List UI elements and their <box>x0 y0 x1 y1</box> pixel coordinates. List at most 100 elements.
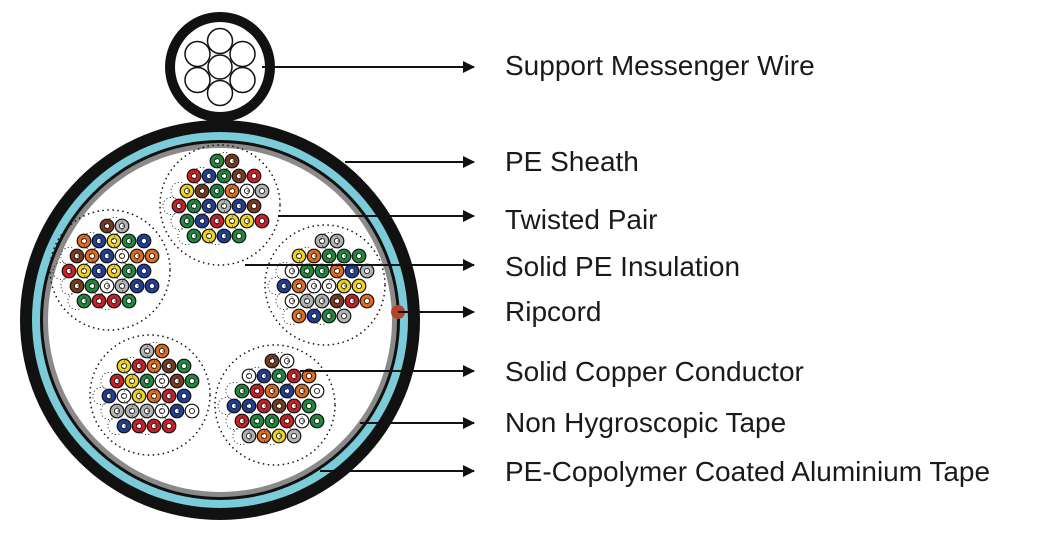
pair-outline <box>225 381 244 401</box>
pair-outline <box>152 356 171 376</box>
copper-core <box>235 232 242 239</box>
pair-outline <box>297 276 316 296</box>
pair-bundles <box>49 144 386 466</box>
copper-core <box>74 252 81 259</box>
copper-core <box>333 237 340 244</box>
copper-core <box>213 217 220 224</box>
pair-outline <box>120 276 139 296</box>
copper-core <box>119 252 126 259</box>
copper-core <box>213 157 220 164</box>
messenger-wire <box>165 12 275 122</box>
copper-core <box>283 417 290 424</box>
copper-core <box>140 237 147 244</box>
copper-core <box>133 282 140 289</box>
label-alu-tape: PE-Copolymer Coated Aluminium Tape <box>505 456 991 487</box>
pair-outline <box>277 396 296 416</box>
pair-outline <box>170 211 189 231</box>
copper-core <box>183 217 190 224</box>
strand-circle <box>206 79 234 107</box>
copper-core <box>205 172 212 179</box>
copper-core <box>333 297 340 304</box>
copper-core <box>165 422 172 429</box>
bundle-outline <box>89 334 211 456</box>
copper-core <box>313 417 320 424</box>
copper-core <box>253 417 260 424</box>
pair-outline <box>170 181 189 201</box>
copper-core <box>150 362 157 369</box>
copper-core <box>295 312 302 319</box>
copper-core <box>290 372 297 379</box>
copper-core <box>119 222 126 229</box>
copper-core <box>258 187 265 194</box>
copper-core <box>305 402 312 409</box>
pair-outline <box>255 381 274 401</box>
copper-core <box>288 267 295 274</box>
pair-outline <box>160 371 179 391</box>
strand-circle <box>184 66 211 94</box>
copper-core <box>325 312 332 319</box>
pair-outline <box>90 276 109 296</box>
copper-core <box>126 297 133 304</box>
copper-core <box>298 417 305 424</box>
copper-core <box>205 202 212 209</box>
copper-core <box>104 222 111 229</box>
copper-core <box>243 217 250 224</box>
copper-core <box>318 297 325 304</box>
copper-core <box>180 362 187 369</box>
copper-core <box>275 402 282 409</box>
pair-outline <box>262 426 281 446</box>
copper-core <box>119 282 126 289</box>
pair-outline <box>67 291 86 311</box>
strand-circle <box>207 54 233 80</box>
copper-core <box>150 422 157 429</box>
pair-bundle <box>89 334 211 456</box>
copper-core <box>235 172 242 179</box>
pair-outline <box>277 366 296 386</box>
copper-core <box>190 202 197 209</box>
copper-core <box>348 267 355 274</box>
pair-outline <box>207 226 226 246</box>
pair-outline <box>200 181 219 201</box>
pair-outline <box>112 261 131 281</box>
copper-core <box>148 252 155 259</box>
copper-core <box>340 252 347 259</box>
pair-outline <box>82 231 101 251</box>
pair-outline <box>107 416 126 436</box>
copper-core <box>340 312 347 319</box>
copper-core <box>89 252 96 259</box>
copper-core <box>290 402 297 409</box>
copper-core <box>121 392 128 399</box>
copper-core <box>106 392 113 399</box>
copper-core <box>318 267 325 274</box>
copper-core <box>198 187 205 194</box>
copper-core <box>111 267 118 274</box>
pair-outline <box>122 386 141 406</box>
pair-bundle <box>49 209 171 331</box>
label-tape: Non Hygroscopic Tape <box>505 407 787 438</box>
copper-core <box>348 297 355 304</box>
pair-outline <box>97 291 116 311</box>
pair-outline <box>297 246 316 266</box>
pair-outline <box>247 366 266 386</box>
copper-core <box>143 347 150 354</box>
pair-outline <box>305 291 324 311</box>
copper-core <box>128 377 135 384</box>
copper-core <box>313 387 320 394</box>
copper-core <box>183 187 190 194</box>
copper-core <box>310 282 317 289</box>
copper-core <box>135 392 142 399</box>
copper-core <box>175 202 182 209</box>
strand-circle <box>229 66 256 94</box>
copper-core <box>143 407 150 414</box>
pair-outline <box>122 356 141 376</box>
copper-core <box>310 312 317 319</box>
strand-circle <box>206 27 234 55</box>
copper-core <box>260 402 267 409</box>
copper-core <box>283 357 290 364</box>
copper-core <box>190 172 197 179</box>
copper-core <box>220 172 227 179</box>
copper-core <box>96 267 103 274</box>
copper-core <box>260 372 267 379</box>
pair-bundle <box>159 144 281 266</box>
copper-core <box>228 157 235 164</box>
